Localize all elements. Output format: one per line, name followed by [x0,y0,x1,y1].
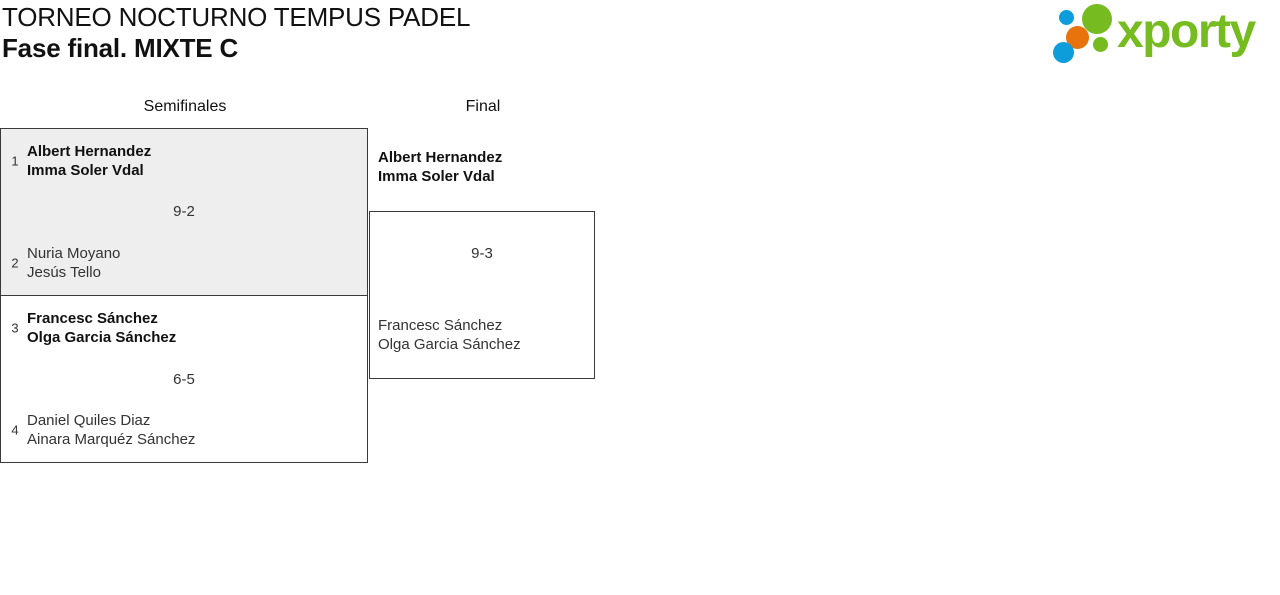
player-name: Nuria Moyano [27,245,121,262]
round-header-final: Final [465,98,501,115]
tournament-title: TORNEO NOCTURNO TEMPUS PADEL [2,2,471,32]
player-name: Jesús Tello [27,264,101,281]
player-name: Francesc Sánchez [378,317,503,334]
player-name: Albert Hernandez [27,143,152,160]
player-name: Imma Soler Vdal [378,168,495,185]
match-semifinal-1-team-bottom[interactable]: 2 Nuria Moyano Jesús Tello [1,241,367,285]
match-semifinal-1-score: 9-2 [173,203,195,220]
team-players: Albert Hernandez Imma Soler Vdal [27,142,151,180]
xporty-logo[interactable]: xporty [1049,2,1274,64]
tournament-bracket: Semifinales Final 1 Albert Hernandez Imm… [0,80,1280,595]
player-name: Francesc Sánchez [27,310,158,327]
match-semifinal-1[interactable]: 1 Albert Hernandez Imma Soler Vdal 2 Nur… [0,128,368,296]
logo-dot-green-small-icon [1093,37,1108,52]
match-semifinal-2[interactable]: 3 Francesc Sánchez Olga Garcia Sánchez 4… [0,295,368,463]
seed-number: 3 [11,320,19,336]
page-header: TORNEO NOCTURNO TEMPUS PADEL Fase final.… [0,0,1280,80]
match-semifinal-1-team-top[interactable]: 1 Albert Hernandez Imma Soler Vdal [1,139,367,183]
logo-dot-blue-small-icon [1059,10,1074,25]
player-name: Daniel Quiles Diaz [27,412,151,429]
seed-number: 2 [11,255,19,271]
seed-number: 4 [11,422,19,438]
team-players: Francesc Sánchez Olga Garcia Sánchez [27,309,176,347]
player-name: Ainara Marquéz Sánchez [27,431,196,448]
logo-dot-orange-icon [1066,26,1089,49]
match-final-team-top[interactable]: Albert Hernandez Imma Soler Vdal [378,148,502,186]
logo-dot-green-large-icon [1082,4,1112,34]
player-name: Imma Soler Vdal [27,162,144,179]
match-semifinal-2-score: 6-5 [173,371,195,388]
player-name: Olga Garcia Sánchez [27,329,177,346]
logo-dots-group [1049,2,1121,64]
logo-wordmark: xporty [1117,5,1256,58]
match-final[interactable] [369,211,595,379]
match-final-score: 9-3 [471,245,493,262]
team-players: Daniel Quiles Diaz Ainara Marquéz Sánche… [27,411,195,449]
match-final-team-bottom[interactable]: Francesc Sánchez Olga Garcia Sánchez [378,316,521,354]
player-name: Albert Hernandez [378,149,503,166]
seed-number: 1 [11,153,19,169]
title-block: TORNEO NOCTURNO TEMPUS PADEL Fase final.… [0,0,470,64]
match-semifinal-2-team-bottom[interactable]: 4 Daniel Quiles Diaz Ainara Marquéz Sánc… [1,408,367,452]
logo-dot-blue-large-icon [1053,42,1074,63]
match-semifinal-2-team-top[interactable]: 3 Francesc Sánchez Olga Garcia Sánchez [1,306,367,350]
team-players: Nuria Moyano Jesús Tello [27,244,120,282]
phase-title: Fase final. MIXTE C [2,33,239,63]
round-header-semifinals: Semifinales [143,98,227,115]
player-name: Olga Garcia Sánchez [378,336,521,353]
